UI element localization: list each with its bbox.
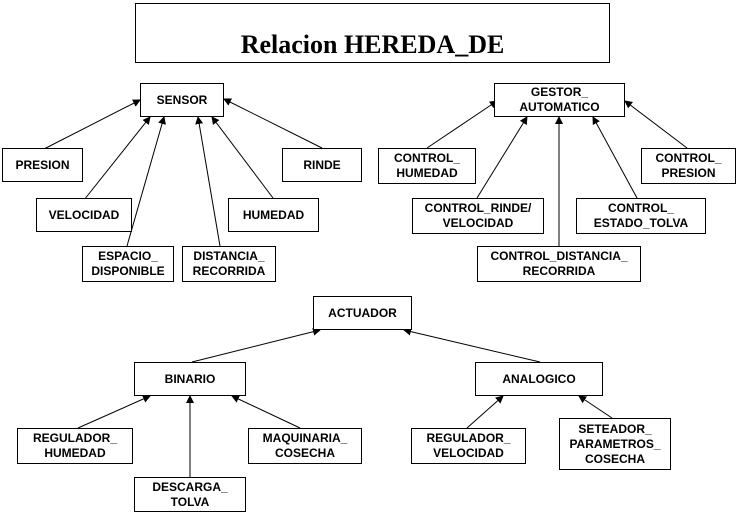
edge-rinde-sensor xyxy=(223,98,323,149)
edge-ctrl-rinde-gestor xyxy=(476,116,528,199)
node-actuador: ACTUADOR xyxy=(313,296,412,330)
node-distancia-recorrida: DISTANCIA_ RECORRIDA xyxy=(182,246,276,282)
node-maquinaria-cosecha: MAQUINARIA_ COSECHA xyxy=(248,428,362,464)
edge-distancia-sensor xyxy=(195,116,221,247)
edge-maquinaria-binario xyxy=(231,395,301,429)
node-control-humedad: CONTROL_ HUMEDAD xyxy=(378,148,476,184)
node-velocidad: VELOCIDAD xyxy=(36,198,132,232)
node-control-rinde-velocidad: CONTROL_RINDE/ VELOCIDAD xyxy=(412,198,544,234)
node-descarga-tolva: DESCARGA_ TOLVA xyxy=(134,477,246,512)
title-box: Relacion HEREDA_DE xyxy=(135,3,610,63)
node-analogico: ANALOGICO xyxy=(475,362,603,396)
edge-presion-sensor xyxy=(41,99,141,151)
edge-ctrl-humedad-gestor xyxy=(426,100,498,149)
diagram-title: Relacion HEREDA_DE xyxy=(240,30,505,59)
edge-ctrl-tolva-gestor xyxy=(592,116,638,199)
edge-seteador-analogico xyxy=(578,395,613,419)
node-control-distancia-recorrida: CONTROL_DISTANCIA_ RECORRIDA xyxy=(477,246,641,282)
node-seteador-parametros-cosecha: SETEADOR_ PARAMETROS_ COSECHA xyxy=(559,418,671,470)
edge-velocidad-sensor xyxy=(83,116,151,201)
node-binario: BINARIO xyxy=(134,362,246,396)
edge-espacio-sensor xyxy=(126,116,166,247)
edge-reg-humedad-binario xyxy=(77,395,151,429)
edge-reg-velocidad-analogico xyxy=(466,395,504,429)
edge-binario-actuador xyxy=(191,327,321,363)
edge-analogico-actuador xyxy=(403,327,541,363)
node-regulador-humedad: REGULADOR_ HUMEDAD xyxy=(17,428,133,464)
node-control-estado-tolva: CONTROL_ ESTADO_TOLVA xyxy=(576,198,706,234)
node-presion: PRESION xyxy=(2,148,83,182)
edge-humedad-sensor xyxy=(211,116,274,199)
edge-ctrl-presion-gestor xyxy=(624,100,688,149)
node-gestor-automatico: GESTOR_ AUTOMATICO xyxy=(494,83,625,117)
node-humedad: HUMEDAD xyxy=(228,198,319,232)
node-control-presion: CONTROL_ PRESION xyxy=(641,148,736,184)
node-rinde: RINDE xyxy=(282,148,362,182)
node-sensor: SENSOR xyxy=(140,83,224,117)
node-regulador-velocidad: REGULADOR_ VELOCIDAD xyxy=(411,428,526,464)
node-espacio-disponible: ESPACIO_ DISPONIBLE xyxy=(82,246,174,282)
